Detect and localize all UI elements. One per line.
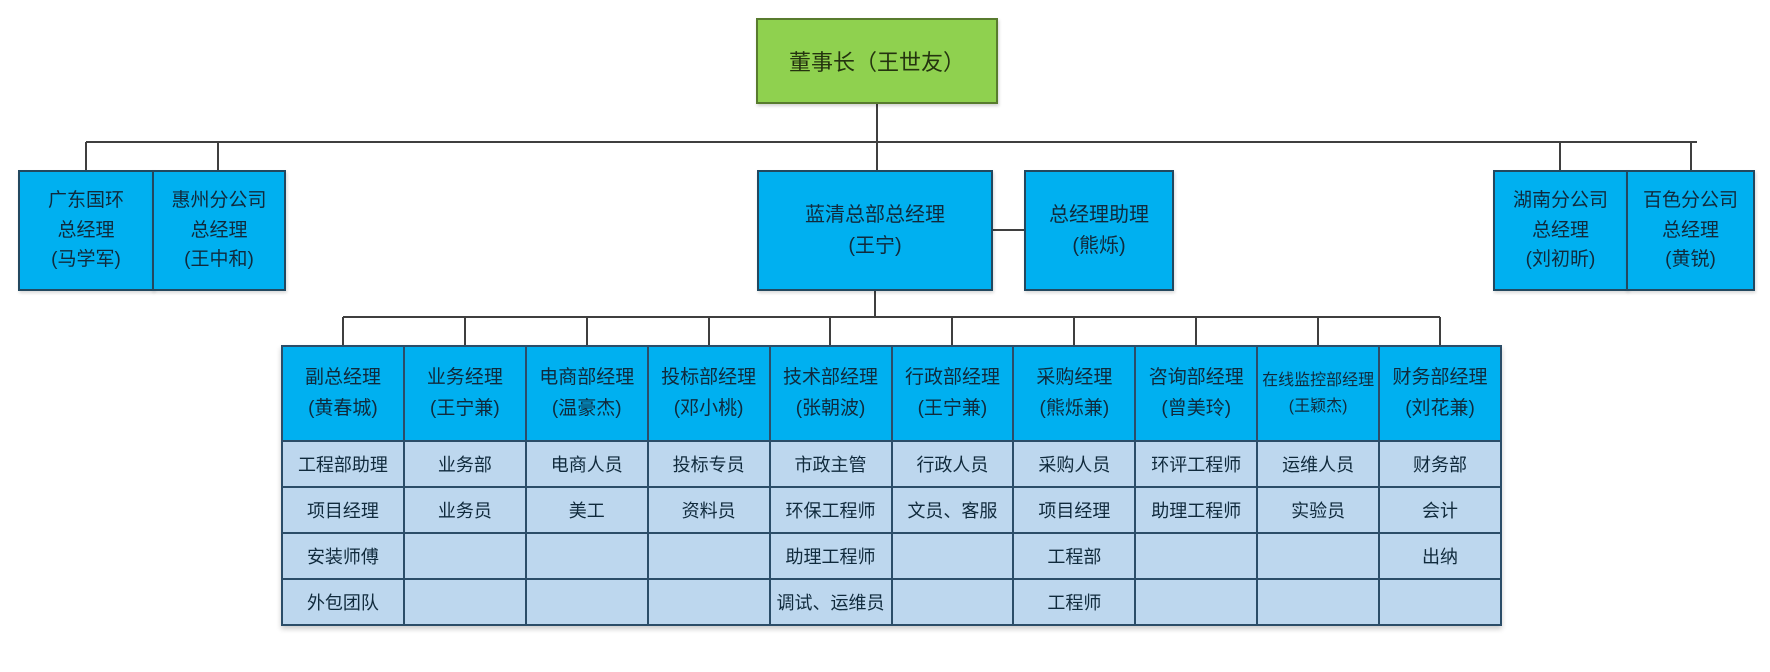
dept-header-8: 在线监控部经理 (王颖杰) — [1258, 347, 1379, 440]
dept-header-label: 技术部经理 (张朝波) — [783, 367, 879, 419]
staff-cell — [648, 580, 769, 624]
dept-header-label: 副总经理 (黄春城) — [304, 367, 381, 419]
staff-cell: 环评工程师 — [1136, 442, 1257, 486]
staff-cell: 工程师 — [1014, 580, 1135, 624]
staff-cell: 环保工程师 — [770, 488, 891, 532]
dept-header-label: 采购经理 (熊烁兼) — [1036, 367, 1113, 419]
staff-cell: 采购人员 — [1014, 442, 1135, 486]
staff-cell: 市政主管 — [770, 442, 891, 486]
staff-cell: 文员、客服 — [892, 488, 1013, 532]
staff-cell — [1136, 534, 1257, 578]
staff-cell — [404, 534, 525, 578]
staff-cell — [404, 580, 525, 624]
dept-header-2: 电商部经理 (温豪杰) — [526, 347, 647, 440]
dept-header-label: 电商部经理 (温豪杰) — [539, 367, 635, 419]
dept-header-label: 财务部经理 (刘花兼) — [1392, 367, 1488, 419]
department-table: 副总经理 (黄春城) 业务经理 (王宁兼) 电商部经理 (温豪杰) 投标部经理 (邓小… — [281, 345, 1502, 626]
org-box-chairman: 董事长（王世友） — [756, 18, 998, 104]
dept-header-label: 在线监控部经理 (王颖杰) — [1262, 371, 1375, 415]
dept-header-label: 投标部经理 (邓小桃) — [661, 367, 757, 419]
staff-cell: 调试、运维员 — [770, 580, 891, 624]
dept-header-6: 采购经理 (熊烁兼) — [1014, 347, 1135, 440]
staff-cell: 外包团队 — [283, 580, 403, 624]
staff-cell: 工程部助理 — [283, 442, 403, 486]
staff-cell: 会计 — [1380, 488, 1500, 532]
staff-cell: 运维人员 — [1258, 442, 1379, 486]
dept-header-label: 业务经理 (王宁兼) — [426, 367, 503, 419]
staff-cell: 项目经理 — [283, 488, 403, 532]
org-box-lanqing-hq-gm: 蓝清总部总经理 (王宁) — [757, 170, 993, 291]
staff-cell — [1258, 534, 1379, 578]
dept-header-label: 咨询部经理 (曾美玲) — [1148, 367, 1244, 419]
staff-cell: 项目经理 — [1014, 488, 1135, 532]
staff-cell: 美工 — [526, 488, 647, 532]
staff-cell — [1380, 580, 1500, 624]
staff-cell: 出纳 — [1380, 534, 1500, 578]
org-box-hunan-branch-gm: 湖南分公司 总经理 (刘初昕) — [1493, 170, 1628, 291]
dept-header-0: 副总经理 (黄春城) — [283, 347, 403, 440]
staff-cell — [892, 580, 1013, 624]
staff-cell: 业务员 — [404, 488, 525, 532]
dept-header-label: 行政部经理 (王宁兼) — [904, 367, 1000, 419]
staff-cell — [526, 580, 647, 624]
org-box-huizhou-branch-gm: 惠州分公司 总经理 (王中和) — [152, 170, 286, 291]
staff-cell: 实验员 — [1258, 488, 1379, 532]
staff-cell — [526, 534, 647, 578]
staff-cell: 资料员 — [648, 488, 769, 532]
dept-header-5: 行政部经理 (王宁兼) — [892, 347, 1013, 440]
staff-cell — [892, 534, 1013, 578]
staff-cell — [648, 534, 769, 578]
dept-header-4: 技术部经理 (张朝波) — [770, 347, 891, 440]
dept-header-3: 投标部经理 (邓小桃) — [648, 347, 769, 440]
org-box-baise-branch-gm: 百色分公司 总经理 (黄锐) — [1626, 170, 1755, 291]
org-box-gm-assistant: 总经理助理 (熊烁) — [1024, 170, 1174, 291]
dept-header-1: 业务经理 (王宁兼) — [404, 347, 525, 440]
dept-header-9: 财务部经理 (刘花兼) — [1380, 347, 1500, 440]
staff-cell: 助理工程师 — [1136, 488, 1257, 532]
staff-cell: 安装师傅 — [283, 534, 403, 578]
staff-cell: 工程部 — [1014, 534, 1135, 578]
staff-cell: 投标专员 — [648, 442, 769, 486]
org-box-guangdong-guohuan-gm: 广东国环 总经理 (马学军) — [18, 170, 154, 291]
staff-cell: 电商人员 — [526, 442, 647, 486]
staff-cell: 财务部 — [1380, 442, 1500, 486]
staff-cell: 助理工程师 — [770, 534, 891, 578]
staff-cell: 业务部 — [404, 442, 525, 486]
staff-cell: 行政人员 — [892, 442, 1013, 486]
dept-header-7: 咨询部经理 (曾美玲) — [1136, 347, 1257, 440]
staff-cell — [1258, 580, 1379, 624]
staff-cell — [1136, 580, 1257, 624]
